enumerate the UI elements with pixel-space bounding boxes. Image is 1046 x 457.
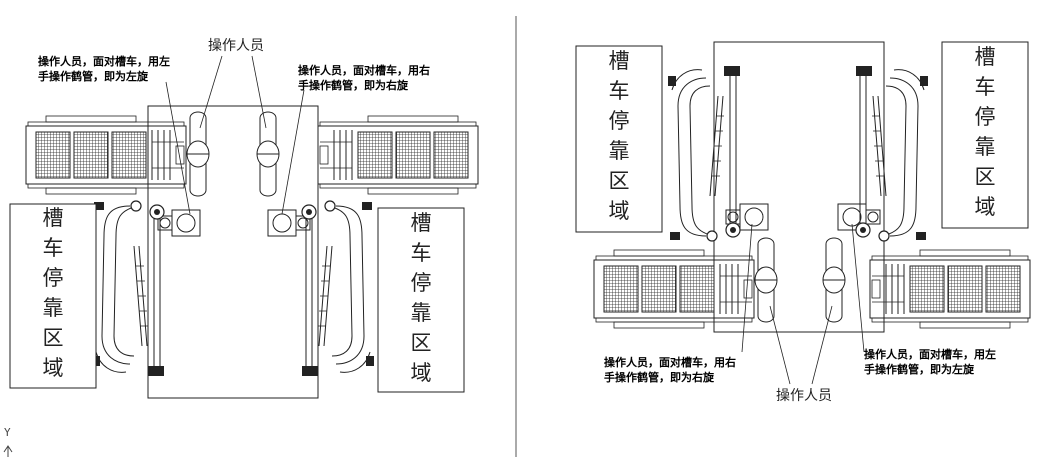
note-left-hand-line1: 操作人员，面对槽车，用左 — [864, 347, 996, 361]
note-left-hand-line1: 操作人员，面对槽车，用左 — [38, 54, 170, 68]
zone-box-left — [575, 45, 663, 233]
zone-char: 区 — [975, 165, 996, 189]
zone-char: 域 — [609, 199, 630, 223]
zone-char: 槽 — [975, 45, 996, 69]
platform-outline-left — [147, 105, 319, 399]
operator-icon-right — [822, 237, 846, 323]
zone-char: 停 — [411, 271, 432, 295]
zone-char: 靠 — [609, 139, 630, 163]
leader-line — [741, 223, 753, 353]
operator-icon-right — [256, 111, 280, 197]
zone-char: 区 — [609, 169, 630, 193]
operator-label: 操作人员 — [776, 388, 832, 404]
zone-char: 车 — [43, 236, 64, 260]
axis-arrow-icon — [3, 445, 13, 457]
zone-char: 停 — [609, 109, 630, 133]
leader-line — [769, 305, 791, 385]
zone-char: 区 — [43, 326, 64, 350]
zone-char: 停 — [43, 266, 64, 290]
zone-box-right — [941, 41, 1029, 229]
zone-char: 停 — [975, 105, 996, 129]
zone-char: 靠 — [975, 135, 996, 159]
zone-char: 车 — [411, 241, 432, 265]
zone-box-right — [377, 207, 465, 393]
operator-icon-left — [186, 111, 210, 197]
zone-char: 槽 — [43, 206, 64, 230]
zone-char: 域 — [43, 356, 64, 380]
leader-line — [281, 89, 305, 215]
loading-arm-left — [91, 200, 165, 377]
leader-line — [851, 223, 865, 353]
note-left-hand-line2: 手操作鹤管，即为左旋 — [864, 362, 975, 376]
operator-label: 操作人员 — [208, 38, 264, 54]
tank-truck-top-right — [317, 115, 479, 195]
zone-char: 靠 — [43, 296, 64, 320]
zone-char: 槽 — [411, 211, 432, 235]
zone-char: 域 — [411, 361, 432, 385]
operator-icon-left — [754, 237, 778, 323]
right-layout: 操作人员 操作人员，面对槽车，用右 手操作鹤管，即为右旋 操作人员，面对槽车，用… — [575, 41, 1031, 404]
axis-y-label: Y — [4, 426, 11, 439]
zone-char: 车 — [609, 79, 630, 103]
platform-outline-left — [713, 41, 885, 333]
leader-line — [251, 55, 267, 129]
tank-truck-top-left — [25, 115, 187, 195]
tank-truck-bottom-left — [593, 249, 755, 329]
leader-line — [811, 305, 833, 385]
note-right-hand-line1: 操作人员，面对槽车，用右 — [298, 63, 430, 77]
left-layout: 操作人员 操作人员，面对槽车，用左 手操作鹤管，即为左旋 操作人员，面对槽车，用… — [3, 38, 479, 457]
zone-char: 车 — [975, 75, 996, 99]
note-right-hand-line2: 手操作鹤管，即为右旋 — [604, 370, 715, 384]
zone-char: 域 — [975, 195, 996, 219]
tank-truck-bottom-right — [869, 249, 1031, 329]
loading-arm-right — [301, 200, 375, 377]
note-right-hand-line1: 操作人员，面对槽车，用右 — [604, 355, 736, 369]
zone-char: 靠 — [411, 301, 432, 325]
note-left-hand-line2: 手操作鹤管，即为左旋 — [38, 69, 149, 83]
leader-line — [199, 55, 223, 129]
leader-line — [165, 81, 191, 215]
zone-box-left — [9, 203, 97, 389]
note-right-hand-line2: 手操作鹤管，即为右旋 — [298, 78, 409, 92]
zone-char: 槽 — [609, 49, 630, 73]
zone-char: 区 — [411, 331, 432, 355]
